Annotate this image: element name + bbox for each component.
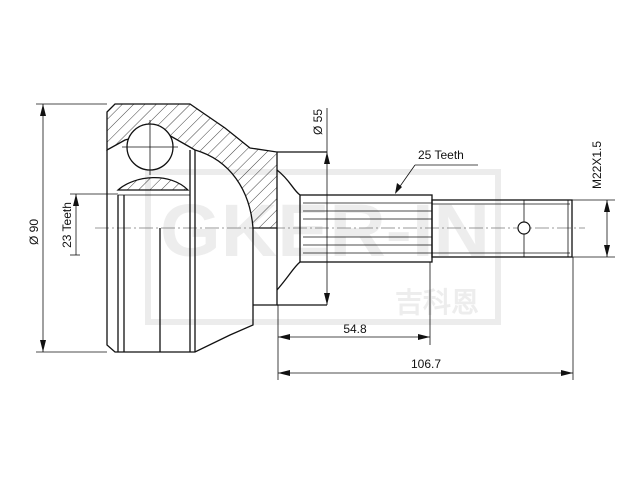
dimension-outer-diameter (36, 103, 107, 353)
label-inner-teeth: 23 Teeth (60, 202, 74, 248)
dimension-thread (572, 199, 615, 258)
dimension-seal-diameter (324, 108, 330, 305)
spline-teeth (303, 202, 432, 254)
shaft-neck (276, 151, 327, 306)
dimension-inner-teeth (70, 193, 118, 256)
dimension-spline-length (277, 262, 431, 380)
label-seal-diameter: Ø 55 (311, 109, 325, 135)
threaded-end (431, 199, 573, 258)
label-total-length: 106.7 (411, 357, 441, 371)
cotter-pin-hole (517, 221, 531, 235)
label-outer-teeth: 25 Teeth (418, 148, 464, 162)
watermark-latin: GKER-IN (160, 189, 490, 272)
leader-outer-teeth (395, 164, 478, 194)
inner-race (116, 177, 190, 191)
label-outer-diameter: Ø 90 (27, 219, 41, 245)
dimension-total-length (278, 257, 574, 380)
watermark-chinese: 吉科恩 (395, 287, 479, 318)
label-thread: M22X1.5 (590, 141, 604, 189)
label-spline-length: 54.8 (343, 322, 367, 336)
